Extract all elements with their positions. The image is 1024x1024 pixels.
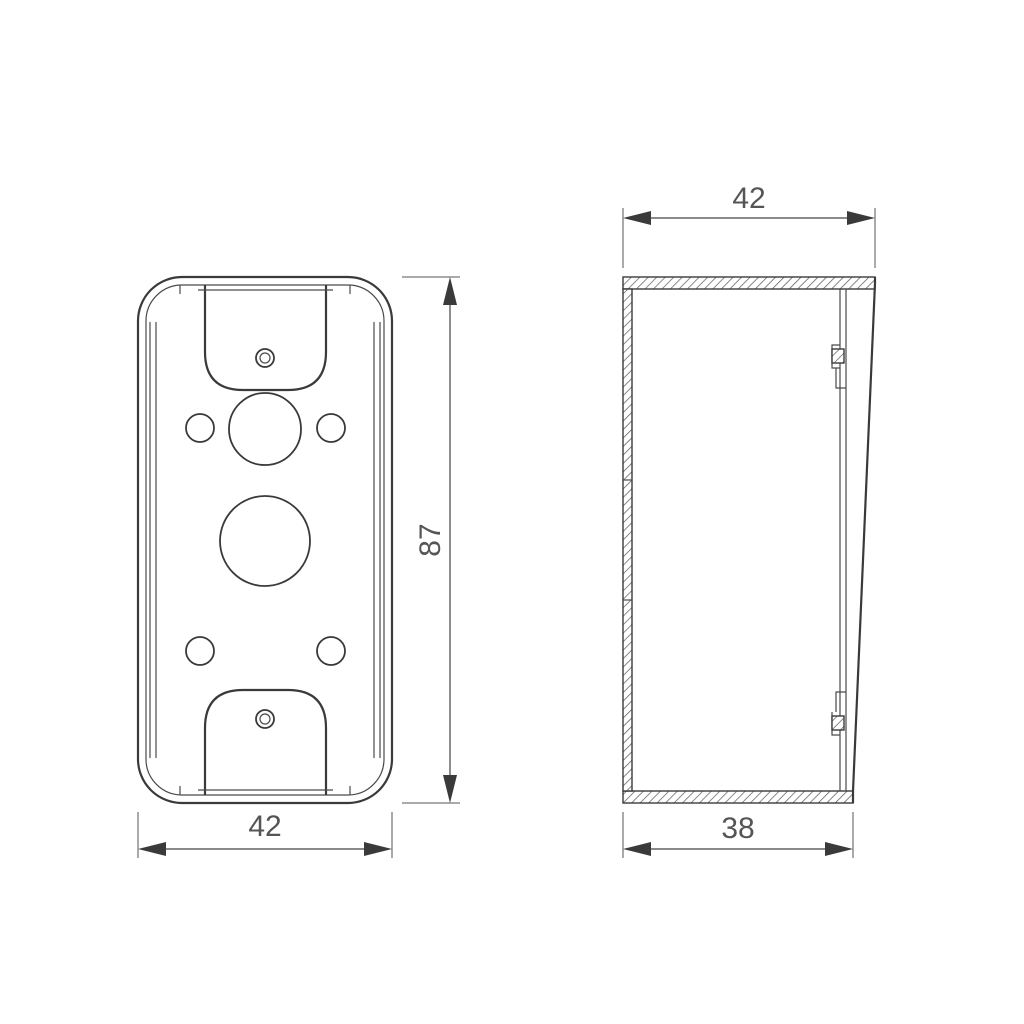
hole-lower-right <box>316 636 346 666</box>
upper-clip-body <box>831 348 845 364</box>
front-inner-outline <box>145 284 385 796</box>
side-top-wall <box>622 276 876 290</box>
side-top-dimension: 42 <box>622 182 876 268</box>
front-width-label: 42 <box>248 810 281 843</box>
front-width-dimension: 42 <box>137 810 393 858</box>
side-bottom-wall <box>622 790 854 804</box>
side-left-wall <box>622 288 633 792</box>
lower-clip-body <box>831 715 845 731</box>
hole-upper-left <box>185 413 215 443</box>
knockout-hole-upper <box>228 392 302 466</box>
front-view <box>136 275 394 805</box>
side-view <box>622 276 877 804</box>
side-top-width-label: 42 <box>732 182 765 215</box>
bottom-mounting-tab <box>203 688 328 795</box>
bottom-screw-hole-inner <box>259 713 271 725</box>
top-mounting-tab <box>203 285 328 392</box>
bottom-screw-hole <box>255 709 275 729</box>
knockout-hole-center <box>219 495 311 587</box>
side-bottom-width-label: 38 <box>721 812 754 845</box>
front-height-label: 87 <box>414 523 447 556</box>
side-bottom-dimension: 38 <box>622 812 854 858</box>
front-outer-outline <box>136 275 394 805</box>
top-screw-hole-inner <box>259 352 271 364</box>
side-front-face <box>851 277 877 803</box>
hole-lower-left <box>185 636 215 666</box>
hole-upper-right <box>316 413 346 443</box>
top-screw-hole <box>255 348 275 368</box>
front-height-dimension: 87 <box>402 276 460 804</box>
